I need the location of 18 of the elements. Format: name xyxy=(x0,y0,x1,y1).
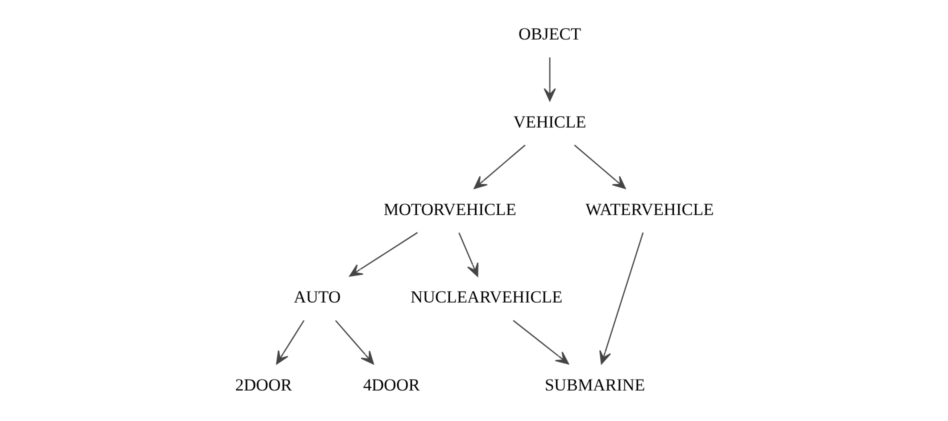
arrow xyxy=(512,320,569,364)
arrow xyxy=(599,232,644,364)
node-text: VEHICLE xyxy=(513,112,586,132)
node-text: NUCLEARVEHICLE xyxy=(410,288,562,307)
arrow xyxy=(474,144,526,190)
arrow xyxy=(574,144,626,190)
arrow xyxy=(349,232,418,277)
node-text: OBJECT xyxy=(518,24,582,44)
arrow xyxy=(458,232,478,277)
node-text: 2DOOR xyxy=(235,375,292,394)
arrow xyxy=(276,320,304,364)
arrow xyxy=(544,57,556,102)
node-text: SUBMARINE xyxy=(544,375,646,394)
node-text: AUTO xyxy=(294,288,341,307)
arrow xyxy=(335,320,374,364)
node-text: 4DOOR xyxy=(363,375,420,394)
node-text: MOTORVEHICLE xyxy=(384,200,516,220)
node-text: WATERVEHICLE xyxy=(586,200,714,220)
